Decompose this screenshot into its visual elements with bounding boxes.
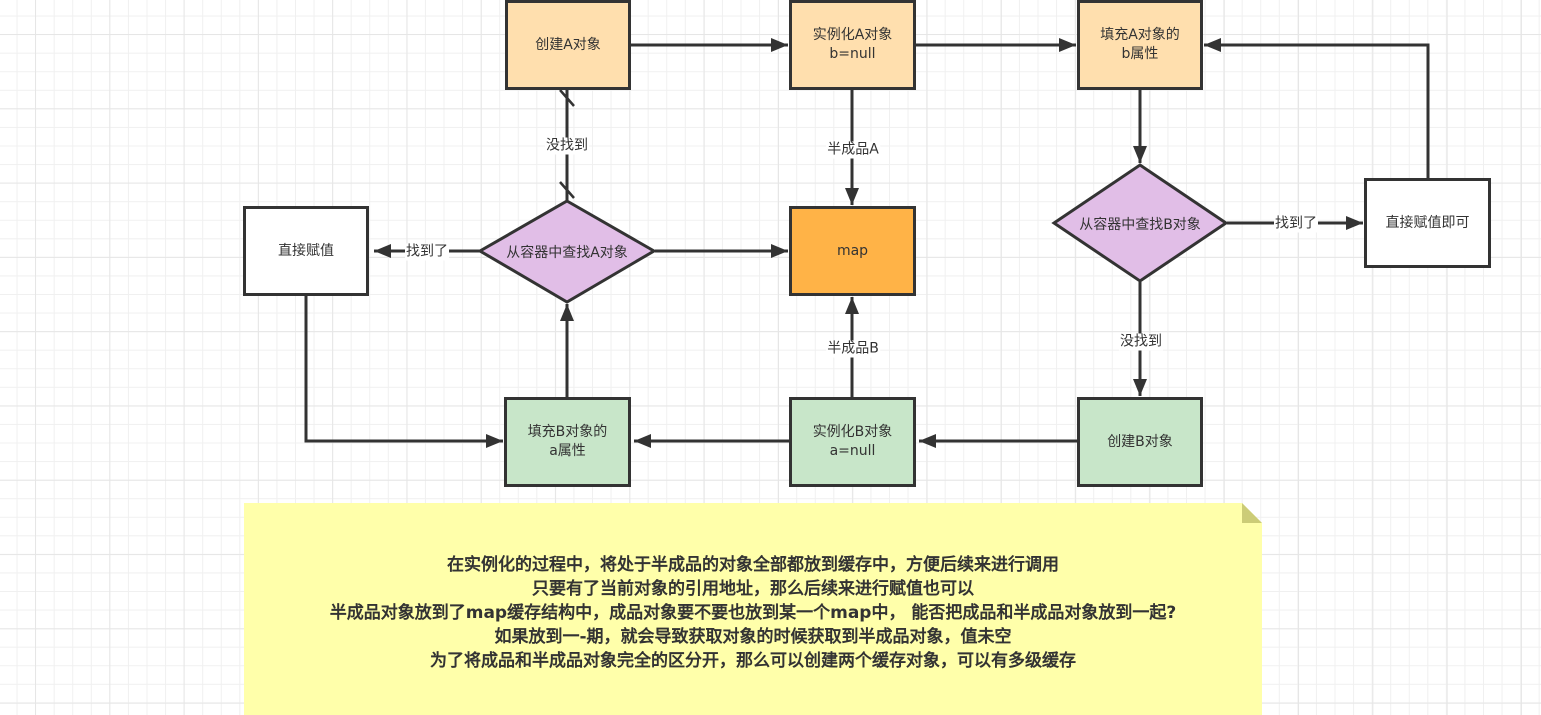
node-label: a=null xyxy=(829,443,876,459)
edge-assign-ok-to-fill-a xyxy=(1204,38,1430,178)
node-label: 填充B对象的 xyxy=(527,424,608,440)
diamond-find-a[interactable] xyxy=(477,199,657,304)
note-line: 在实例化的过程中，将处于半成品的对象全部都放到缓存中，方便后续来进行调用 xyxy=(447,555,1059,575)
diamond-find-a-label: 从容器中查找A对象 xyxy=(506,245,628,261)
node-label: b=null xyxy=(829,46,876,62)
edge-label-half-a: 半成品A xyxy=(826,141,880,159)
node-instantiate-b[interactable]: 实例化B对象 a=null xyxy=(789,397,916,487)
node-label: 实例化A对象 xyxy=(812,27,893,43)
note-text: 在实例化的过程中，将处于半成品的对象全部都放到缓存中，方便后续来进行调用 只要有… xyxy=(244,553,1262,673)
note-line: 半成品对象放到了map缓存结构中，成品对象要不要也放到某一个map中， 能否把成… xyxy=(329,603,1177,623)
node-create-b[interactable]: 创建B对象 xyxy=(1077,397,1203,487)
diamond-find-b[interactable] xyxy=(1051,163,1229,283)
node-label: 直接赋值即可 xyxy=(1385,214,1470,231)
node-label: map xyxy=(836,242,869,259)
node-fill-a[interactable]: 填充A对象的 b属性 xyxy=(1077,0,1203,90)
edge-label-found-a: 找到了 xyxy=(405,243,449,261)
node-label: 实例化B对象 xyxy=(812,424,893,440)
edge-label-not-found-a: 没找到 xyxy=(545,137,589,155)
node-create-a[interactable]: 创建A对象 xyxy=(505,0,631,90)
node-label: 创建A对象 xyxy=(535,36,601,53)
node-assign-direct[interactable]: 直接赋值 xyxy=(243,206,369,296)
note-box[interactable] xyxy=(244,503,1262,715)
node-label: a属性 xyxy=(549,443,586,459)
edge-label-half-b: 半成品B xyxy=(826,340,880,358)
edge-label-not-found-b: 没找到 xyxy=(1119,333,1163,351)
edge-label-found-b: 找到了 xyxy=(1274,215,1318,233)
edge-tick-bottom xyxy=(559,181,575,199)
edge-assign-to-fill-b xyxy=(304,296,503,448)
node-label: 直接赋值 xyxy=(278,242,334,259)
node-fill-b[interactable]: 填充B对象的 a属性 xyxy=(504,397,631,487)
node-map[interactable]: map xyxy=(789,206,916,296)
edge-tick-top xyxy=(559,89,575,107)
node-label: 填充A对象的 xyxy=(1100,27,1180,43)
note-line: 为了将成品和半成品对象完全的区分开，那么可以创建两个缓存对象，可以有多级缓存 xyxy=(430,651,1076,671)
note-line: 只要有了当前对象的引用地址，那么后续来进行赋值也可以 xyxy=(532,579,974,599)
node-instantiate-a[interactable]: 实例化A对象 b=null xyxy=(789,0,916,90)
node-label: 创建B对象 xyxy=(1107,433,1173,450)
node-assign-direct-ok[interactable]: 直接赋值即可 xyxy=(1364,178,1491,268)
node-label: b属性 xyxy=(1121,46,1159,62)
diamond-find-b-label: 从容器中查找B对象 xyxy=(1079,217,1201,233)
note-line: 如果放到一-期，就会导致获取对象的时候获取到半成品对象，值未空 xyxy=(494,627,1012,647)
